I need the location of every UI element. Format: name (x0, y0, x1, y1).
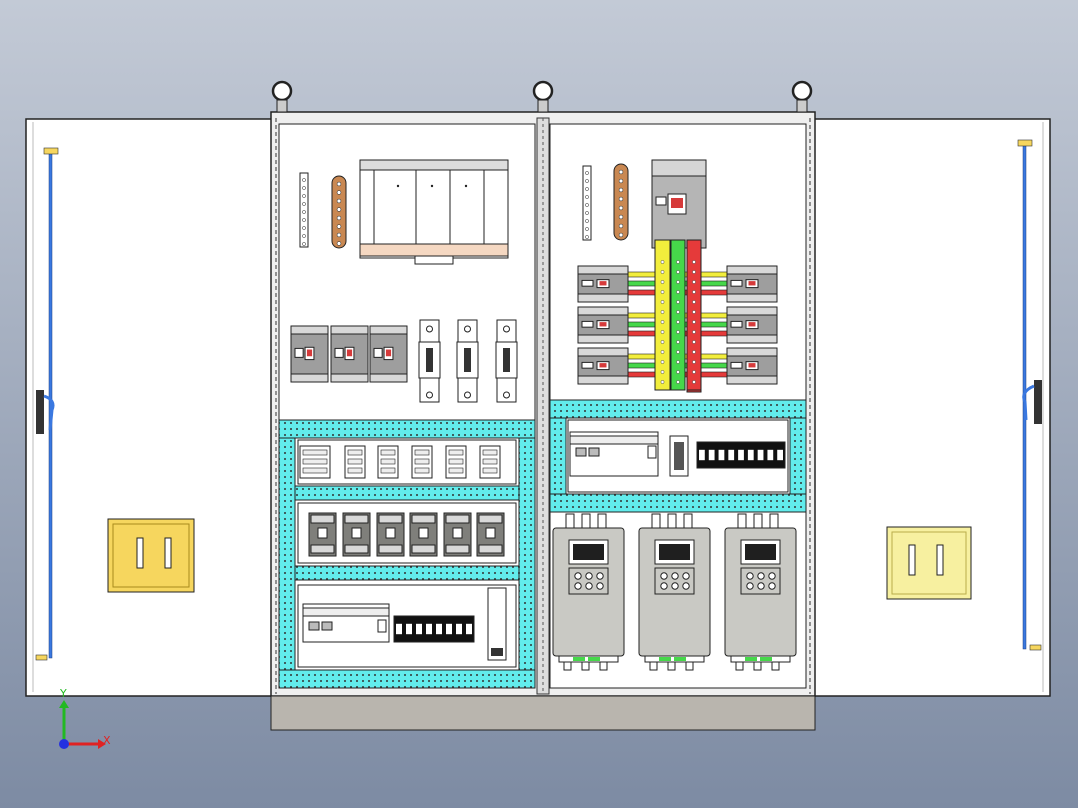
fuse-holder-3 (495, 319, 518, 403)
left-breaker-row (290, 325, 408, 383)
vfd-1 (552, 513, 625, 671)
fuse-holder-row (418, 319, 518, 403)
axis-triad: X Y (59, 687, 111, 749)
left-door-label-plate (107, 518, 195, 593)
branch-breaker-left-2 (577, 306, 629, 344)
contactor-3 (376, 512, 405, 557)
relay-4 (411, 445, 433, 479)
busbar-bridge (625, 239, 731, 393)
main-circuit-breaker (651, 159, 707, 249)
left-breaker-2 (330, 325, 369, 383)
right-expansion-module (669, 435, 689, 477)
lifting-eyes (271, 80, 813, 113)
axis-x-label: X (103, 734, 111, 747)
axis-z-origin (59, 739, 69, 749)
right-copper-busbar (613, 163, 629, 241)
relay-6 (479, 445, 501, 479)
contactor-1 (308, 512, 337, 557)
left-door-handle[interactable] (35, 147, 59, 661)
left-breaker-1 (290, 325, 329, 383)
branch-breaker-right-1 (726, 265, 778, 303)
fuse-holder-2 (456, 319, 479, 403)
main-switch-enclosure (359, 159, 509, 265)
axis-y-label: Y (59, 687, 67, 700)
vfd-row (552, 513, 797, 671)
contactor-2 (342, 512, 371, 557)
fuse-holder-1 (418, 319, 441, 403)
right-terminal-strip (582, 165, 592, 241)
left-io-terminal-block (393, 615, 475, 643)
relay-3 (377, 445, 399, 479)
vfd-3 (724, 513, 797, 671)
lifting-eye-center (532, 80, 554, 113)
left-power-supply (487, 587, 507, 661)
right-door-handle[interactable] (1017, 139, 1042, 651)
relay-2 (344, 445, 366, 479)
vfd-2 (638, 513, 711, 671)
left-breaker-3 (369, 325, 408, 383)
relay-1 (299, 445, 331, 479)
branch-breaker-grid (577, 265, 778, 385)
contactor-6 (476, 512, 505, 557)
branch-breaker-left-3 (577, 347, 629, 385)
right-door[interactable] (811, 118, 1051, 697)
branch-breaker-right-2 (726, 306, 778, 344)
left-terminal-strip (299, 172, 309, 248)
contactor-5 (443, 512, 472, 557)
cabinet-plinth (270, 695, 816, 731)
right-door-label-plate (886, 526, 972, 600)
lifting-eye-right (791, 80, 813, 113)
branch-breaker-left-1 (577, 265, 629, 303)
relay-row (299, 445, 501, 479)
contactor-row (308, 512, 505, 557)
left-door[interactable] (25, 118, 273, 697)
right-io-terminal-block (696, 441, 786, 469)
contactor-4 (409, 512, 438, 557)
left-copper-busbar (331, 175, 347, 249)
lifting-eye-left (271, 80, 293, 113)
relay-5 (445, 445, 467, 479)
right-plc-module (569, 431, 659, 477)
left-plc-module (302, 603, 390, 643)
branch-breaker-right-3 (726, 347, 778, 385)
